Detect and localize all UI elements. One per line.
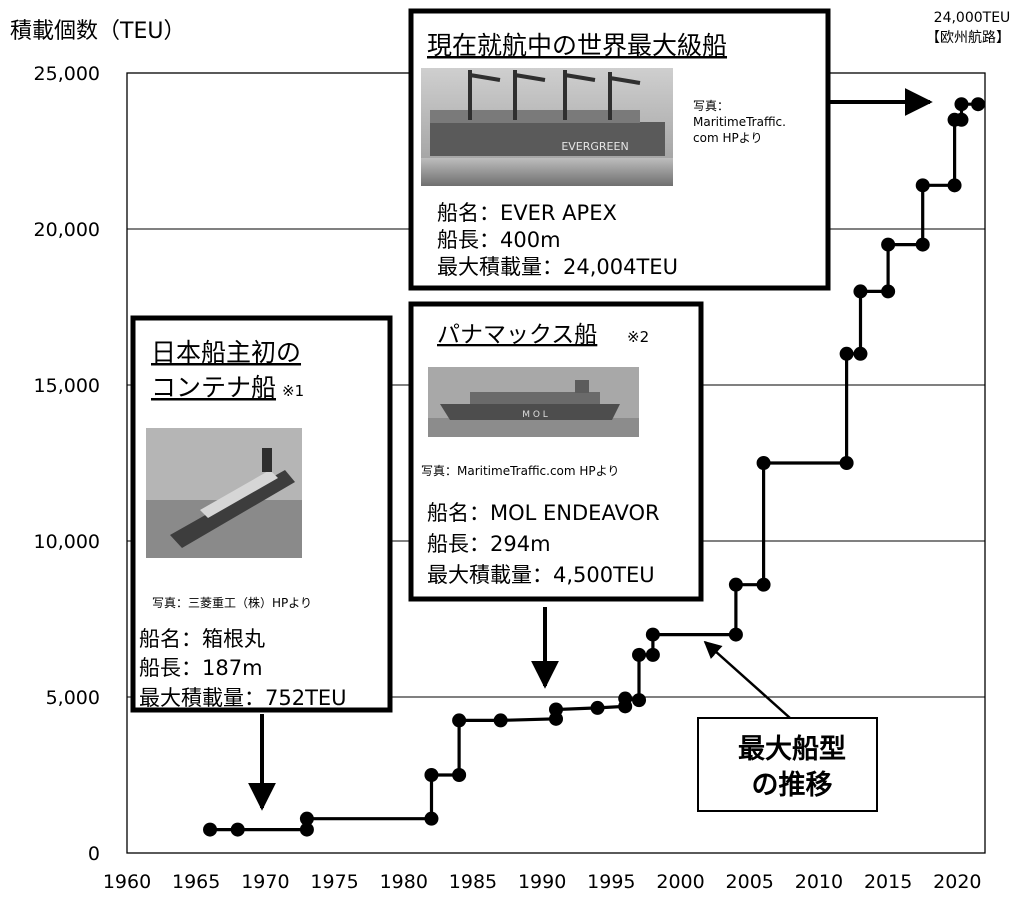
data-point-16 (645, 647, 660, 662)
data-point-20 (756, 577, 771, 592)
y-tick-20000: 20,000 (34, 219, 100, 241)
x-tick-1970: 1970 (241, 871, 289, 893)
callout-panamax: パナマックス船 ※2 M O L 写真：MaritimeTraffic.com … (408, 301, 704, 602)
callout-panamax-frame (408, 301, 704, 602)
largest-credit-line3: com HPより (693, 131, 762, 145)
x-tick-labels: 1960 1965 1970 1975 1980 1985 1990 1995 2000 2005… (103, 871, 982, 893)
y-axis-title: 積載個数（TEU） (10, 19, 185, 44)
largest-credit-line2: MaritimeTraffic. (693, 115, 786, 129)
y-tick-15000: 15,000 (34, 375, 100, 397)
largest-ship-length: 船長：400m (437, 228, 561, 252)
data-point-11 (590, 700, 605, 715)
data-point-14 (632, 693, 647, 708)
largest-credit-line1: 写真： (693, 99, 729, 113)
y-tick-labels: 0 5,000 10,000 15,000 20,000 25,000 (34, 63, 100, 865)
callout-panamax-note: ※2 (627, 328, 649, 346)
data-point-22 (839, 456, 854, 470)
callout-largest-ship: 現在就航中の世界最大級船 EVERGREEN 写真： MaritimeTraff… (408, 8, 831, 291)
data-point-19 (728, 577, 743, 592)
hakone-maru-photo (146, 428, 302, 558)
mol-photo-text: M O L (522, 410, 548, 420)
top-right-note-line1: 24,000TEU (934, 10, 1011, 26)
largest-ship-capacity: 最大積載量：24,004TEU (437, 255, 678, 279)
panamax-ship-name: 船名：MOL ENDEAVOR (427, 501, 660, 525)
data-point-15 (632, 647, 647, 662)
largest-ship-name: 船名：EVER APEX (437, 201, 617, 225)
arrow-trend-pointer (703, 640, 791, 719)
x-tick-2015: 2015 (864, 871, 912, 893)
trend-label-frame (697, 717, 878, 812)
data-point-5 (424, 768, 439, 782)
y-tick-10000: 10,000 (34, 531, 100, 553)
x-tick-1990: 1990 (518, 871, 566, 893)
hakone-ship-capacity: 最大積載量：752TEU (139, 686, 347, 710)
x-tick-1995: 1995 (587, 871, 635, 893)
ever-apex-photo: EVERGREEN (421, 68, 673, 186)
data-point-8 (493, 713, 508, 728)
data-point-21 (756, 456, 771, 470)
panamax-ship-capacity: 最大積載量：4,500TEU (427, 563, 655, 587)
data-point-27 (881, 237, 896, 252)
data-point-2 (299, 822, 314, 837)
x-tick-2010: 2010 (795, 871, 843, 893)
trend-label-line2: の推移 (752, 770, 833, 801)
data-point-33 (954, 97, 969, 112)
mol-endeavor-photo: M O L (428, 367, 639, 437)
trend-label: 最大船型 の推移 (697, 717, 878, 812)
trend-label-line1: 最大船型 (738, 733, 846, 765)
hakone-credit: 写真：三菱重工（株）HPより (152, 595, 312, 610)
data-point-34 (971, 97, 986, 112)
data-point-24 (853, 346, 868, 361)
x-tick-1980: 1980 (380, 871, 428, 893)
y-tick-0: 0 (88, 843, 100, 865)
x-tick-2020: 2020 (933, 871, 981, 893)
max-ship-size-points (203, 97, 986, 837)
data-point-6 (452, 768, 467, 782)
data-point-18 (728, 627, 743, 642)
callout-hakone-maru: 日本船主初の コンテナ船 ※1 写真：三菱重工（株）HPより 船名：箱根丸 船長… (130, 315, 393, 713)
data-point-28 (915, 237, 930, 252)
data-point-0 (203, 822, 218, 837)
x-tick-1985: 1985 (449, 871, 497, 893)
annotation-arrows (248, 88, 933, 811)
hakone-ship-name: 船名：箱根丸 (139, 627, 265, 651)
callout-panamax-title: パナマックス船 (437, 322, 597, 348)
x-tick-1965: 1965 (172, 871, 220, 893)
x-tick-2000: 2000 (656, 871, 704, 893)
x-tick-2005: 2005 (726, 871, 774, 893)
data-point-3 (299, 811, 314, 826)
data-point-32 (954, 112, 969, 127)
panamax-credit: 写真：MaritimeTraffic.com HPより (421, 464, 619, 478)
x-tick-1975: 1975 (310, 871, 358, 893)
data-point-7 (452, 713, 467, 728)
y-tick-5000: 5,000 (46, 687, 100, 709)
panamax-ship-length: 船長：294m (427, 532, 551, 556)
top-right-note-line2: 【欧州航路】 (926, 30, 1010, 46)
y-tick-25000: 25,000 (34, 63, 100, 85)
hakone-ship-length: 船長：187m (139, 656, 263, 680)
callout-hakone-title-line1: 日本船主初の (151, 338, 301, 367)
x-tick-1960: 1960 (103, 871, 151, 893)
data-point-13 (618, 691, 633, 706)
callout-hakone-note: ※1 (282, 382, 304, 400)
data-point-4 (424, 811, 439, 826)
ever-apex-photo-text: EVERGREEN (561, 140, 628, 153)
data-point-17 (645, 627, 660, 642)
data-point-26 (881, 284, 896, 299)
data-point-25 (853, 284, 868, 299)
callout-largest-title: 現在就航中の世界最大級船 (427, 31, 727, 60)
data-point-29 (915, 178, 930, 193)
data-point-30 (947, 178, 962, 193)
callout-hakone-title-line2: コンテナ船 (151, 373, 276, 402)
data-point-1 (230, 822, 245, 837)
data-point-10 (549, 702, 563, 717)
data-point-23 (839, 346, 854, 361)
